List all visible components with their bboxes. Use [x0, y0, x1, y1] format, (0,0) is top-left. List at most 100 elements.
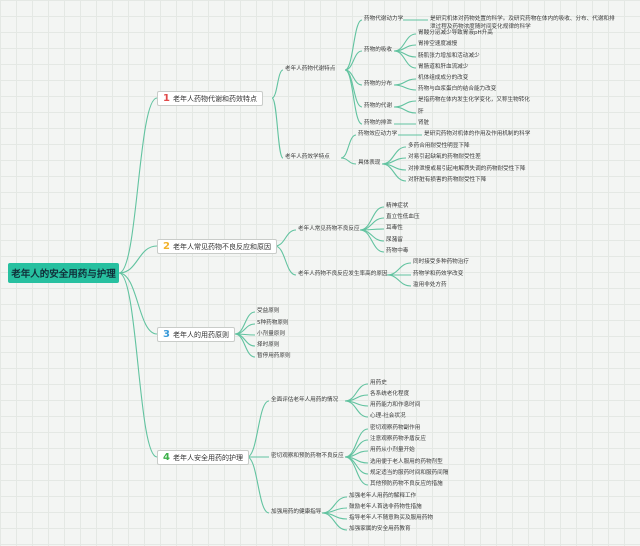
distribution-link-1: [393, 78, 417, 86]
adverse-reaction-1: 精神症状: [386, 203, 409, 210]
b1a-link-1: [344, 19, 363, 71]
b1-link-1: [271, 69, 284, 99]
prevention-item-4: 选用便于老人服用的药物剂型: [370, 459, 443, 466]
topic-comprehensive-assessment[interactable]: 全面评估老年人用药的情况: [271, 397, 339, 404]
prevention-item-6: 其他预防药物不良反应的措施: [370, 481, 443, 488]
root-link-3: [118, 272, 158, 335]
excretion-item-1: 肾脏: [418, 120, 430, 127]
b1a-link-4: [344, 69, 363, 108]
link-group: [118, 19, 428, 531]
branch-number-1: 1: [163, 93, 170, 104]
principle-item-1: 受益原则: [257, 308, 280, 315]
cause-item-3: 滥用非处方药: [413, 282, 447, 289]
branch-1-label: 老年人药物代谢和药效特点: [172, 94, 257, 103]
guidance-item-3: 指导老年人不随意购买及服用药物: [349, 515, 433, 522]
prevention-item-3: 用药从小剂量开始: [370, 447, 415, 454]
topic-observe-and-prevent[interactable]: 密切观察和预防药物不良反应: [271, 453, 344, 460]
branch-number-2: 2: [163, 241, 170, 252]
adverse-reaction-5: 药物中毒: [386, 248, 409, 255]
prevention-item-5: 规定适当的服药时间和服药间隔: [370, 470, 449, 477]
b1b-link-1: [340, 134, 357, 159]
topic-drug-distribution[interactable]: 药物的分布: [364, 81, 392, 88]
metabolism-item-1: 是指药物在体内发生化学变化，又称生物转化: [418, 97, 530, 104]
b4a-link-4: [344, 400, 369, 418]
distribution-item-1: 机体组成成分的改变: [418, 75, 469, 82]
adverse-reaction-4: 尿潴留: [386, 237, 403, 244]
b2a-link-5: [359, 229, 385, 253]
absorption-item-2: 胃排空速度减慢: [418, 41, 458, 48]
b4-link-1: [246, 400, 270, 458]
b1a-link-2: [344, 50, 363, 71]
manifestation-item-4: 对肝脏有损害的药物耐受性下降: [408, 177, 487, 184]
branch-2-label: 老年人常见药物不良反应和原因: [172, 242, 271, 251]
topic-adverse-reaction-causes[interactable]: 老年人药物不良反应发生率高的原因: [298, 271, 388, 278]
prevention-item-2: 注意观察药物矛盾反应: [370, 436, 426, 443]
assessment-item-1: 用药史: [370, 380, 387, 387]
principle-item-5: 暂停用药原则: [257, 353, 291, 360]
b1a-link-5: [344, 69, 363, 125]
manifestation-item-3: 对排泄慢或易引起电解质失调的药物耐受性下降: [408, 166, 526, 173]
branch-3[interactable]: 3 老年人的用药原则: [157, 327, 235, 342]
b2-link-2: [274, 245, 297, 276]
topic-manifestations[interactable]: 具体表现: [358, 160, 381, 167]
topic-pharmacodynamics[interactable]: 药物效应动力学: [358, 131, 398, 138]
manifestation-item-2: 对易引起缺氧的药物耐受性差: [408, 154, 481, 161]
branch-4[interactable]: 4 老年人安全用药的护理: [157, 450, 249, 465]
assessment-item-4: 心理-社会状况: [370, 413, 406, 420]
cause-item-1: 同时接受多种药物治疗: [413, 259, 469, 266]
absorption-item-3: 肠肌张力增加和活动减少: [418, 53, 480, 60]
branch-2[interactable]: 2 老年人常见药物不良反应和原因: [157, 239, 277, 254]
principle-item-3: 小剂量原则: [257, 331, 285, 338]
adverse-reaction-3: 耳毒性: [386, 225, 403, 232]
assessment-item-2: 各系统老化程度: [370, 391, 410, 398]
b3-link-2: [234, 323, 256, 335]
assessment-item-3: 用药能力和作息时间: [370, 402, 421, 409]
b2a-link-4: [359, 229, 385, 242]
metabolism-item-2: 肝: [418, 109, 424, 116]
b1b-link-2: [340, 157, 357, 165]
b3-link-5: [234, 333, 256, 358]
pharmacokinetics-definition: 是研究机体对药物处置的科学。及研究药物在体内的吸收、分布、代谢和排泄过程及药物浓…: [430, 16, 615, 31]
pharmacodynamics-definition: 是研究药物对机体的作用及作用机制的科学: [424, 131, 531, 138]
absorption-item-1: 胃酸分泌减少导致胃液pH升高: [418, 30, 493, 37]
topic-drug-excretion[interactable]: 药物的排泄: [364, 120, 392, 127]
distribution-item-2: 药物与血浆蛋白的结合能力改变: [418, 86, 497, 93]
principle-item-4: 择时原则: [257, 342, 280, 349]
root-topic[interactable]: 老年人的安全用药与护理: [8, 263, 119, 283]
b3-link-1: [234, 311, 256, 335]
adverse-reaction-2: 直立性低血压: [386, 214, 420, 221]
b4-link-3: [246, 456, 270, 514]
b2b-link-1: [386, 262, 412, 276]
distribution-link-2: [393, 84, 417, 91]
b2-link-1: [274, 229, 297, 247]
topic-common-adverse-reactions[interactable]: 老年人常见药物不良反应: [298, 226, 360, 233]
topic-drug-metabolism[interactable]: 药物的代谢: [364, 103, 392, 110]
branch-number-3: 3: [163, 329, 170, 340]
topic-drug-metabolism-traits[interactable]: 老年人药物代谢特点: [285, 66, 336, 73]
guidance-item-1: 加强老年人用药的解释工作: [349, 493, 417, 500]
absorption-item-4: 胃肠道和肝血流减少: [418, 64, 469, 71]
branch-3-label: 老年人的用药原则: [172, 330, 229, 339]
b4c-link-4: [321, 512, 348, 531]
manifestation-item-1: 多药合用耐受性明显下降: [408, 143, 470, 150]
branch-4-label: 老年人安全用药的护理: [172, 453, 243, 462]
prevention-item-1: 密切观察药物副作用: [370, 425, 421, 432]
b2a-link-2: [359, 217, 385, 231]
topic-health-guidance[interactable]: 加强用药的健康指导: [271, 509, 322, 516]
branch-1[interactable]: 1 老年人药物代谢和药效特点: [157, 91, 263, 106]
topic-pharmacodynamics-traits[interactable]: 老年人药效学特点: [285, 154, 330, 161]
branch-number-4: 4: [163, 452, 170, 463]
guidance-item-2: 鼓励老年人首选非药物性措施: [349, 504, 422, 511]
principle-item-2: 5种药物原则: [257, 320, 289, 327]
b1-link-2: [271, 97, 284, 159]
root-link-4: [118, 272, 158, 458]
guidance-item-4: 加强家属的安全用药教育: [349, 526, 411, 533]
metabolism-link-1: [393, 100, 417, 108]
topic-drug-absorption[interactable]: 药物的吸收: [364, 47, 392, 54]
root-link-2: [118, 245, 158, 274]
b2b-link-3: [386, 274, 412, 287]
manifestation-link-4: [381, 163, 407, 182]
b4b-link-6: [344, 456, 369, 486]
topic-pharmacokinetics[interactable]: 药物代谢动力学: [364, 16, 404, 23]
